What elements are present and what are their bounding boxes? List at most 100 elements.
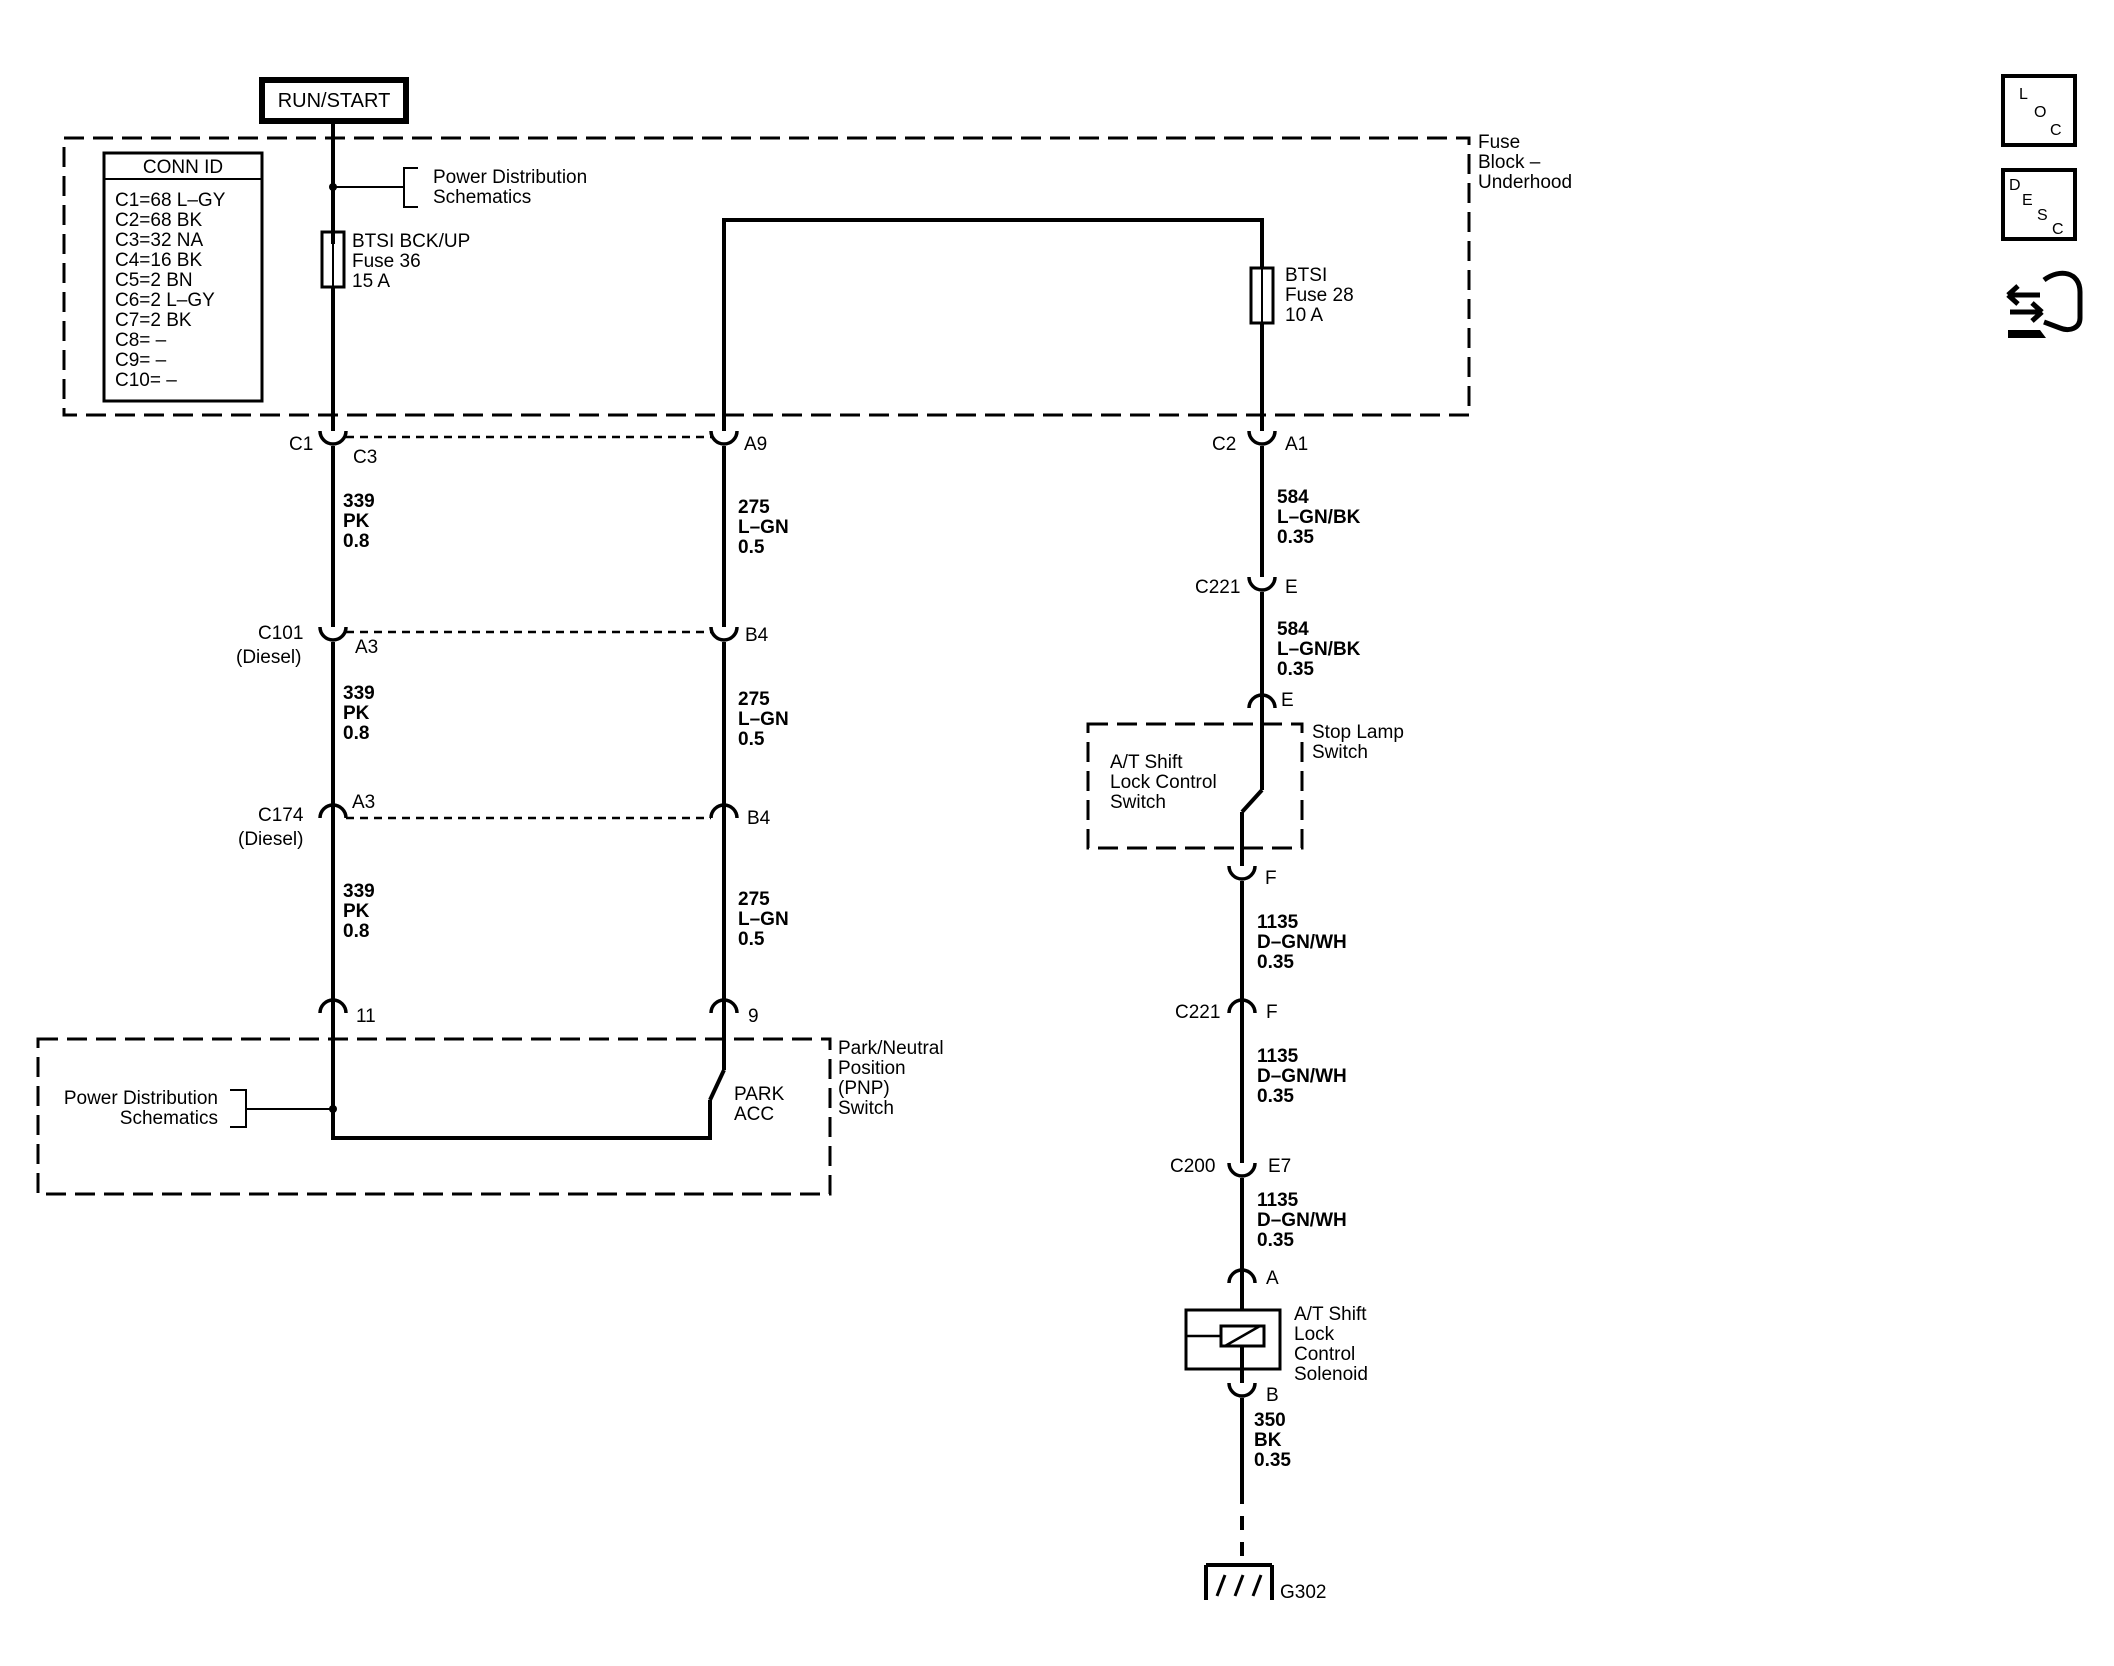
- svg-text:0.5: 0.5: [738, 729, 765, 750]
- shift-lock-switch-label: A/T Shift Lock Control Switch: [1110, 752, 1217, 813]
- svg-text:PK: PK: [343, 703, 370, 724]
- svg-text:D–GN/WH: D–GN/WH: [1257, 932, 1347, 953]
- connector-c101-a3[interactable]: [318, 626, 348, 642]
- stop-lamp-switch-label: Stop Lamp Switch: [1312, 722, 1404, 763]
- svg-text:(Diesel): (Diesel): [238, 829, 303, 850]
- ground-g302[interactable]: [1204, 1563, 1274, 1600]
- svg-text:L: L: [2019, 86, 2028, 103]
- svg-text:339: 339: [343, 881, 375, 902]
- shift-lock-solenoid[interactable]: [1184, 1308, 1282, 1371]
- fuse-28-label: BTSI Fuse 28 10 A: [1285, 265, 1354, 326]
- svg-text:350: 350: [1254, 1410, 1286, 1431]
- connector-c1-c3[interactable]: [318, 430, 348, 446]
- svg-text:(PNP): (PNP): [838, 1078, 890, 1099]
- svg-text:15 A: 15 A: [352, 271, 390, 292]
- svg-text:Solenoid: Solenoid: [1294, 1364, 1368, 1385]
- pnp-switch-contact[interactable]: [708, 1069, 726, 1101]
- fuse-36-label: BTSI BCK/UP Fuse 36 15 A: [352, 231, 470, 292]
- svg-text:A: A: [1266, 1268, 1279, 1289]
- svg-text:0.35: 0.35: [1277, 659, 1314, 680]
- svg-text:Underhood: Underhood: [1478, 172, 1572, 193]
- svg-text:Schematics: Schematics: [120, 1108, 218, 1129]
- pnp-switch-boundary: [36, 1037, 832, 1196]
- svg-text:ACC: ACC: [734, 1104, 774, 1125]
- svg-text:L–GN: L–GN: [738, 517, 789, 538]
- svg-text:C200: C200: [1170, 1156, 1215, 1177]
- connector-c200-e7[interactable]: [1227, 1162, 1257, 1178]
- svg-text:L–GN: L–GN: [738, 909, 789, 930]
- svg-text:0.35: 0.35: [1257, 1230, 1294, 1251]
- svg-text:275: 275: [738, 689, 770, 710]
- svg-text:C2: C2: [1212, 434, 1236, 455]
- connector-c101-b4[interactable]: [709, 626, 739, 642]
- svg-text:D: D: [2009, 177, 2021, 194]
- svg-text:BK: BK: [1254, 1430, 1282, 1451]
- svg-text:D–GN/WH: D–GN/WH: [1257, 1210, 1347, 1231]
- connector-switch-e[interactable]: [1247, 693, 1277, 709]
- svg-text:11: 11: [356, 1006, 376, 1027]
- svg-text:C7=2 BK: C7=2 BK: [115, 310, 192, 331]
- svg-text:D–GN/WH: D–GN/WH: [1257, 1066, 1347, 1087]
- connector-c174-a3[interactable]: [318, 803, 348, 819]
- wire-1135-segment-3: 1135 D–GN/WH 0.35: [1257, 1190, 1347, 1251]
- svg-text:Switch: Switch: [838, 1098, 894, 1119]
- wire-1135-segment-2: 1135 D–GN/WH 0.35: [1257, 1046, 1347, 1107]
- svg-text:Block –: Block –: [1478, 152, 1541, 173]
- desc-icon[interactable]: D E S C: [2001, 168, 2077, 241]
- svg-text:Switch: Switch: [1110, 792, 1166, 813]
- svg-text:Fuse 28: Fuse 28: [1285, 285, 1354, 306]
- svg-text:339: 339: [343, 491, 375, 512]
- connector-solenoid-b[interactable]: [1227, 1382, 1257, 1398]
- power-distribution-ref-top[interactable]: Power Distribution Schematics: [433, 167, 587, 208]
- svg-text:275: 275: [738, 497, 770, 518]
- solenoid-label: A/T Shift Lock Control Solenoid: [1294, 1304, 1368, 1385]
- connector-c174-b4[interactable]: [709, 803, 739, 819]
- svg-text:E7: E7: [1268, 1156, 1291, 1177]
- svg-text:C221: C221: [1195, 577, 1240, 598]
- svg-text:F: F: [1266, 1002, 1278, 1023]
- svg-text:PK: PK: [343, 511, 370, 532]
- svg-text:(Diesel): (Diesel): [236, 647, 301, 668]
- stop-lamp-switch-boundary: [1086, 722, 1304, 850]
- wire-350: 350 BK 0.35: [1254, 1410, 1291, 1471]
- svg-text:C9= –: C9= –: [115, 350, 167, 371]
- svg-text:PARK: PARK: [734, 1084, 785, 1105]
- wire-1135-segment-1: 1135 D–GN/WH 0.35: [1257, 912, 1347, 973]
- connector-c2-a1[interactable]: [1247, 430, 1277, 446]
- connector-pin-9[interactable]: [709, 998, 739, 1014]
- svg-text:A9: A9: [744, 434, 767, 455]
- svg-text:1135: 1135: [1257, 1190, 1299, 1211]
- svg-text:C6=2 L–GY: C6=2 L–GY: [115, 290, 215, 311]
- svg-text:Position: Position: [838, 1058, 906, 1079]
- wire-584-segment-2: 584 L–GN/BK 0.35: [1277, 619, 1361, 680]
- wire-339-segment-3: 339 PK 0.8: [343, 881, 375, 942]
- conn-id-table: CONN ID C1=68 L–GY C2=68 BK C3=32 NA C4=…: [102, 151, 264, 403]
- svg-text:A1: A1: [1285, 434, 1308, 455]
- connector-hand-icon[interactable]: [2006, 270, 2083, 338]
- svg-text:F: F: [1265, 868, 1277, 889]
- svg-text:584: 584: [1277, 619, 1309, 640]
- svg-text:A/T Shift: A/T Shift: [1294, 1304, 1367, 1325]
- loc-icon[interactable]: L O C: [2001, 74, 2077, 147]
- connector-c221-e[interactable]: [1247, 576, 1277, 592]
- run-start-source[interactable]: RUN/START: [259, 77, 409, 124]
- svg-text:BTSI BCK/UP: BTSI BCK/UP: [352, 231, 470, 252]
- wire-584-segment-1: 584 L–GN/BK 0.35: [1277, 487, 1361, 548]
- connector-a9[interactable]: [709, 430, 739, 446]
- connector-switch-f[interactable]: [1227, 865, 1257, 881]
- svg-text:C10= –: C10= –: [115, 370, 177, 391]
- svg-text:BTSI: BTSI: [1285, 265, 1327, 286]
- svg-text:C221: C221: [1175, 1002, 1220, 1023]
- connector-pin-11[interactable]: [318, 998, 348, 1014]
- svg-text:0.8: 0.8: [343, 531, 369, 552]
- run-start-label: RUN/START: [278, 90, 391, 112]
- svg-text:Power Distribution: Power Distribution: [433, 167, 587, 188]
- svg-text:10 A: 10 A: [1285, 305, 1323, 326]
- fuse-block-boundary: [62, 136, 1471, 417]
- svg-text:Control: Control: [1294, 1344, 1355, 1365]
- power-distribution-ref-bottom[interactable]: Power Distribution Schematics: [64, 1088, 218, 1129]
- connector-c221-f[interactable]: [1227, 998, 1257, 1014]
- shift-lock-switch-contact[interactable]: [1240, 788, 1264, 814]
- connector-solenoid-a[interactable]: [1227, 1268, 1257, 1284]
- svg-text:A3: A3: [352, 792, 375, 813]
